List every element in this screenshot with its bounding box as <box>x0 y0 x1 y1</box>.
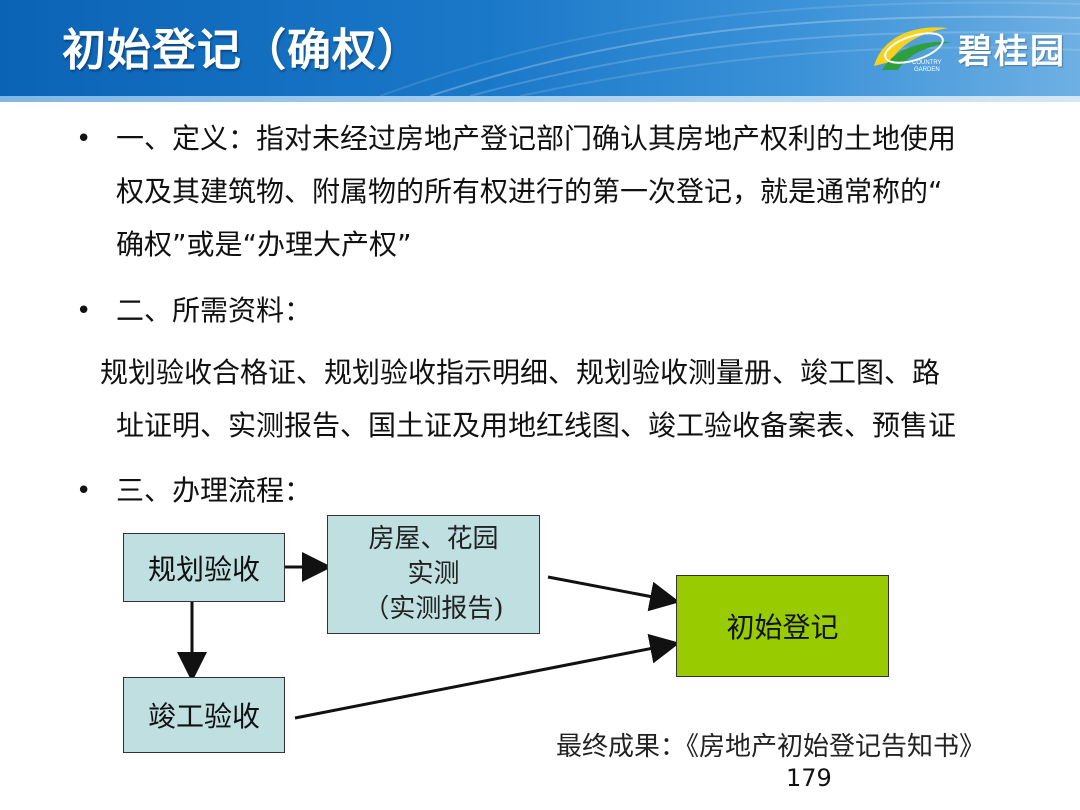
logo-text: 碧桂园 <box>958 32 1066 72</box>
bullet-definition: • <box>76 124 92 154</box>
line-definition-3: 确权”或是“办理大产权” <box>116 228 412 261</box>
flow-label-initial-registration: 初始登记 <box>726 611 839 644</box>
header-swoosh-decoration <box>379 1 1080 96</box>
page-number: 179 <box>786 764 832 792</box>
flow-box-initial-registration: 初始登记 <box>676 575 889 677</box>
flow-box-planning-acceptance: 规划验收 <box>123 533 285 602</box>
final-result-text: 最终成果：《房地产初始登记告知书》 <box>556 732 986 762</box>
logo-tagline-line1: COUNTRY <box>912 60 942 66</box>
flow-box-completion-acceptance: 竣工验收 <box>123 677 285 753</box>
bullet-process: • <box>76 476 92 506</box>
logo-tagline-line2: GARDEN <box>914 67 940 73</box>
flow-label-planning-acceptance: 规划验收 <box>147 552 260 586</box>
arrow-survey-to-registration <box>547 575 680 612</box>
logo-emblem-icon: COUNTRY GARDEN <box>874 27 952 73</box>
line-materials-1: 规划验收合格证、规划验收指示明细、规划验收测量册、竣工图、路 <box>100 356 941 389</box>
flow-survey-line-3: （实测报告) <box>363 594 504 624</box>
line-definition-1: 一、定义：指对未经过房地产登记部门确认其房地产权利的土地使用 <box>116 122 957 155</box>
flow-label-survey: 房屋、花园 实测 （实测报告) <box>363 522 503 627</box>
line-materials-2: 址证明、实测报告、国土证及用地红线图、竣工验收备案表、预售证 <box>116 409 957 442</box>
arrow-completion-to-registration <box>294 633 680 720</box>
page-title: 初始登记（确权） <box>62 25 422 76</box>
flow-survey-line-1: 房屋、花园 <box>368 524 499 554</box>
line-materials-heading: 二、所需资料： <box>116 294 313 327</box>
bullet-materials: • <box>76 296 92 326</box>
flow-box-survey: 房屋、花园 实测 （实测报告) <box>327 515 540 634</box>
company-logo: COUNTRY GARDEN 碧桂园 <box>868 18 1068 78</box>
line-process-heading: 三、办理流程： <box>116 474 313 507</box>
flow-label-completion-acceptance: 竣工验收 <box>147 700 260 733</box>
line-definition-2: 权及其建筑物、附属物的所有权进行的第一次登记，就是通常称的“ <box>116 175 943 208</box>
header-banner: 初始登记（确权） COUNTRY GARDEN 碧桂园 <box>0 0 1080 96</box>
header-underline <box>0 96 1080 102</box>
flow-survey-line-2: 实测 <box>407 559 460 589</box>
